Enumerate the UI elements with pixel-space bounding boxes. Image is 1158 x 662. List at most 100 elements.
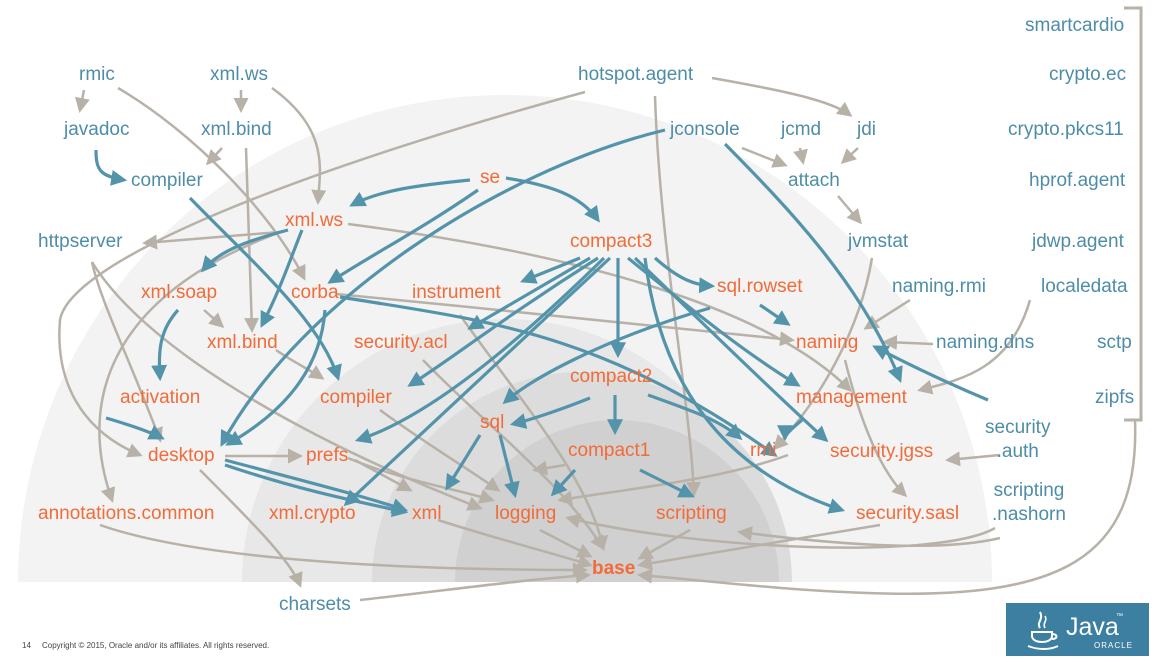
module-jdwp-agent[interactable]: jdwp.agent [1032,231,1124,252]
edge [917,299,1032,395]
layer-arc-compact1 [455,420,779,582]
module-management[interactable]: management [796,387,907,408]
edge [407,256,599,387]
edge [502,306,711,405]
module-sctp[interactable]: sctp [1097,332,1132,353]
edge [339,295,778,457]
module-compact1[interactable]: compact1 [568,440,651,461]
module-jconsole[interactable]: jconsole [670,119,740,140]
module-attach[interactable]: attach [788,170,840,191]
module-xml-crypto[interactable]: xml.crypto [269,503,356,524]
edge [260,229,304,328]
edge [843,359,908,498]
module-rmic[interactable]: rmic [79,64,115,85]
module-security-sasl[interactable]: security.sasl [856,503,960,524]
module-instrument[interactable]: instrument [412,282,501,303]
module-scripting[interactable]: scripting [656,503,727,524]
edge [220,128,666,447]
edge [777,418,804,442]
edge [445,434,482,491]
module-se[interactable]: se [480,167,501,188]
edge [224,458,409,514]
edge [349,178,471,207]
module-xml-bind-tool[interactable]: xml.bind [201,119,272,140]
module-prefs[interactable]: prefs [306,445,349,466]
module-hotspot-agent[interactable]: hotspot.agent [578,64,694,85]
edge [505,176,600,223]
module-zipfs[interactable]: zipfs [1095,387,1135,408]
module-compiler-tool[interactable]: compiler [131,170,203,191]
module-javadoc[interactable]: javadoc [64,119,130,140]
module-smartcardio[interactable]: smartcardio [1025,15,1125,36]
module-xml-ws-tool[interactable]: xml.ws [210,64,269,85]
module-xml-ws[interactable]: xml.ws [285,210,344,231]
edge [99,523,588,578]
module-logging[interactable]: logging [495,503,557,524]
module-xml[interactable]: xml [412,503,442,524]
module-jdi[interactable]: jdi [857,119,877,140]
edge [142,230,281,250]
module-httpserver[interactable]: httpserver [38,231,123,252]
module-security-acl[interactable]: security.acl [354,332,448,353]
edge [550,468,577,497]
edge [151,308,180,382]
edge [117,86,306,281]
module-desktop[interactable]: desktop [148,445,215,466]
edge [271,86,327,205]
edge [379,408,501,492]
module-compact3[interactable]: compact3 [570,231,653,252]
edge [335,292,795,347]
edge [711,76,853,117]
module-sql-rowset[interactable]: sql.rowset [717,276,803,297]
module-xml-soap[interactable]: xml.soap [141,282,218,303]
edge [327,188,479,284]
module-security-jgss[interactable]: security.jgss [830,441,934,462]
module-naming[interactable]: naming [796,332,859,353]
edge [74,89,90,113]
edge [520,256,581,284]
edge [200,228,289,273]
java-cup-icon [1027,611,1059,650]
module-naming-rmi[interactable]: naming.rmi [892,276,986,297]
edge [244,147,260,333]
edge [58,90,586,458]
module-compiler[interactable]: compiler [320,387,392,408]
edge [723,142,903,383]
edge [199,469,303,588]
edge [557,453,789,506]
edge [90,261,163,443]
module-crypto-pkcs11[interactable]: crypto.pkcs11 [1008,119,1124,140]
blue-arrows [94,128,989,518]
module-base[interactable]: base [592,558,636,579]
module-activation[interactable]: activation [120,387,201,408]
edge [354,256,606,444]
edge [205,147,223,166]
module-charsets[interactable]: charsets [279,594,351,615]
module-jvmstat[interactable]: jvmstat [848,231,909,252]
edge [224,463,409,518]
module-localedata[interactable]: localedata [1041,276,1128,297]
module-rmi[interactable]: rmi [750,440,777,461]
edge [94,149,128,186]
edge [653,256,716,294]
module-jcmd[interactable]: jcmd [781,119,822,140]
edge [347,456,495,504]
module-crypto-ec[interactable]: crypto.ec [1049,64,1127,85]
edge [105,416,165,440]
edge [343,256,612,507]
module-xml-bind[interactable]: xml.bind [207,332,278,353]
module-hprof-agent[interactable]: hprof.agent [1029,170,1126,191]
module-corba[interactable]: corba [291,282,339,303]
module-security-auth[interactable]: security .auth [985,417,1051,462]
module-sql[interactable]: sql [480,412,505,433]
edge [359,568,591,602]
edge [759,303,791,326]
edge [882,335,934,350]
module-naming-dns[interactable]: naming.dns [936,332,1035,353]
edge [637,528,691,560]
module-scripting-nashorn[interactable]: scripting .nashorn [992,480,1066,525]
module-compact2[interactable]: compact2 [570,366,653,387]
module-annotations-common[interactable]: annotations.common [38,503,215,524]
